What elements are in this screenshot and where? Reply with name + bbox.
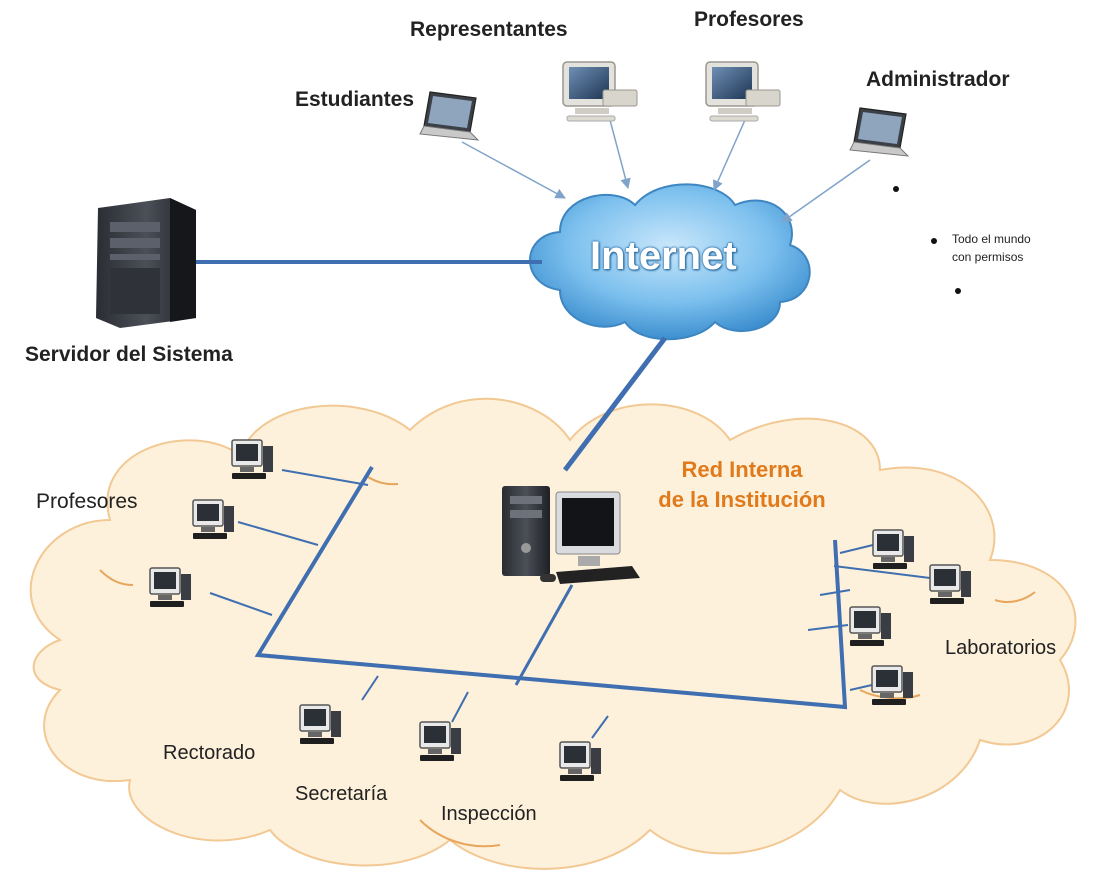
label-internet: Internet bbox=[590, 234, 737, 278]
server-tower-icon bbox=[96, 198, 196, 328]
label-profesores-left: Profesores bbox=[36, 490, 138, 513]
red-interna-line1: Red Interna bbox=[681, 457, 803, 482]
label-laboratorios: Laboratorios bbox=[945, 637, 1057, 659]
label-servidor: Servidor del Sistema bbox=[25, 343, 233, 366]
label-secretaria: Secretaría bbox=[295, 783, 388, 805]
bullet-dot bbox=[955, 288, 961, 294]
bullet-dot bbox=[931, 238, 937, 244]
internet-cloud bbox=[529, 183, 811, 341]
workstation-icon bbox=[502, 486, 640, 584]
label-estudiantes: Estudiantes bbox=[295, 88, 415, 111]
desktop-icon bbox=[705, 61, 781, 122]
internal-network-cloud bbox=[29, 397, 1077, 870]
label-administrador: Administrador bbox=[866, 68, 1010, 91]
label-rectorado: Rectorado bbox=[163, 742, 256, 764]
note-todo-el-mundo: Todo el mundo con permisos bbox=[952, 230, 1031, 266]
label-representantes: Representantes bbox=[410, 18, 568, 41]
laptop-icon bbox=[849, 107, 909, 157]
note-line2: con permisos bbox=[952, 250, 1024, 264]
laptop-icon bbox=[419, 91, 479, 141]
label-red-interna: Red Interna de la Institución bbox=[642, 455, 842, 515]
red-interna-line2: de la Institución bbox=[658, 487, 826, 512]
note-line1: Todo el mundo bbox=[952, 232, 1031, 246]
internet-arrows bbox=[461, 119, 871, 223]
network-links bbox=[195, 260, 931, 739]
label-profesores-top: Profesores bbox=[694, 8, 804, 31]
desktop-icon bbox=[562, 61, 638, 122]
label-inspeccion: Inspección bbox=[441, 803, 537, 825]
bullet-dot bbox=[893, 186, 899, 192]
